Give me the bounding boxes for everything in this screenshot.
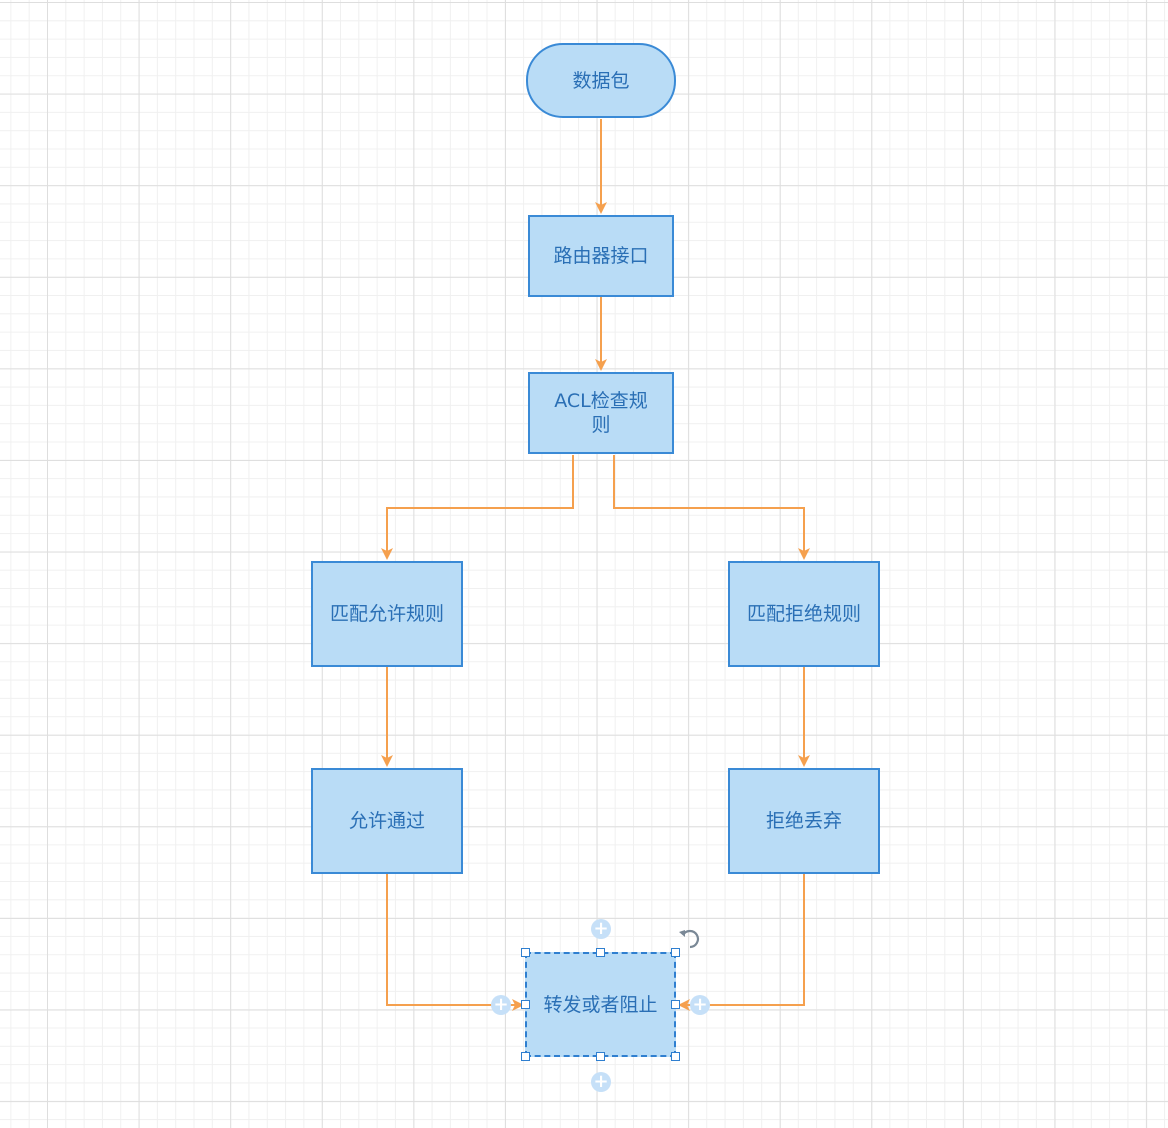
node-match-allow-label: 匹配允许规则 [329,603,444,625]
node-packet-label: 数据包 [572,69,630,92]
connector-drop-to-result[interactable] [678,874,805,1011]
resize-handle-top[interactable] [596,948,605,957]
node-deny-drop-label: 拒绝丢弃 [765,810,842,832]
resize-handle-left[interactable] [521,1000,530,1009]
resize-handle-bottom-left[interactable] [521,1052,530,1061]
resize-handle-top-left[interactable] [521,948,530,957]
node-allow-pass-label: 允许通过 [348,810,425,832]
node-match-deny-label: 匹配拒绝规则 [746,603,861,625]
connector-acl-to-allow[interactable] [381,455,574,560]
node-packet[interactable]: 数据包 [526,43,676,118]
resize-handle-top-right[interactable] [671,948,680,957]
node-acl-check[interactable]: ACL检查规则 [528,372,674,454]
node-match-deny[interactable]: 匹配拒绝规则 [728,561,880,667]
node-router-interface-label: 路由器接口 [553,245,649,267]
resize-handle-bottom[interactable] [596,1052,605,1061]
plus-circle-icon[interactable]: + [591,1072,611,1092]
node-forward-or-block[interactable]: 转发或者阻止 [525,952,676,1057]
node-router-interface[interactable]: 路由器接口 [528,215,674,297]
node-acl-check-label: ACL检查规则 [554,390,648,436]
rotate-icon[interactable] [677,926,703,952]
node-match-allow[interactable]: 匹配允许规则 [311,561,463,667]
plus-circle-icon[interactable]: + [491,995,511,1015]
connector-acl-to-deny[interactable] [613,455,810,560]
node-forward-or-block-label: 转发或者阻止 [543,993,658,1016]
node-deny-drop[interactable]: 拒绝丢弃 [728,768,880,874]
resize-handle-bottom-right[interactable] [671,1052,680,1061]
resize-handle-right[interactable] [671,1000,680,1009]
node-allow-pass[interactable]: 允许通过 [311,768,463,874]
connector-pass-to-result[interactable] [386,874,524,1011]
plus-circle-icon[interactable]: + [591,919,611,939]
plus-circle-icon[interactable]: + [690,995,710,1015]
